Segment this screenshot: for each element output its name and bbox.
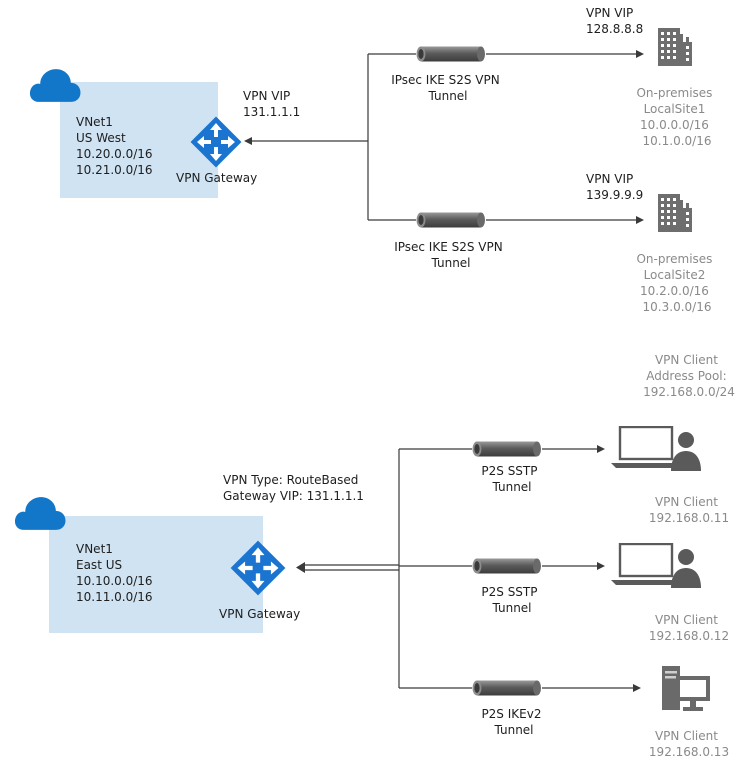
s2s-tunnel-1-label: IPsec IKE S2S VPN Tunnel	[391, 69, 505, 103]
pool-line-2: Address Pool:	[646, 369, 726, 383]
p2s-tunnel-1-label: P2S SSTP Tunnel	[481, 460, 542, 494]
top-arrowhead	[244, 137, 252, 145]
site2-line-4: 10.3.0.0/16	[643, 300, 712, 314]
p2s-tunnel-3-type: P2S IKEv2	[481, 707, 541, 721]
s2s-tunnel-1-type: IPsec IKE S2S VPN	[391, 73, 500, 87]
client1-arrowhead	[597, 445, 605, 453]
p2s-tunnel-2-label: P2S SSTP Tunnel	[481, 581, 542, 615]
vpn-client-3-details: VPN Client 192.168.0.13	[649, 725, 729, 759]
tunnel-icon	[416, 212, 485, 228]
laptop-user-icon	[610, 426, 702, 472]
client3-title: VPN Client	[655, 729, 718, 743]
s2s-tunnel-2-word: Tunnel	[430, 256, 470, 270]
client-address-pool: VPN Client Address Pool: 192.168.0.0/24	[643, 349, 735, 399]
vnet-us-west-details: VNet1 US West 10.20.0.0/16 10.21.0.0/16	[76, 111, 158, 177]
building-icon	[658, 194, 692, 232]
site1-line-2: LocalSite1	[644, 102, 706, 116]
vnet-us-west-prefix-1: 10.20.0.0/16	[76, 147, 153, 161]
site2-vip-title: VPN VIP	[586, 172, 633, 186]
site1-line-3: 10.0.0.0/16	[640, 118, 709, 132]
p2s-tunnel-1-word: Tunnel	[491, 480, 531, 494]
top-gateway-vip-address: 131.1.1.1	[243, 105, 300, 119]
s2s-tunnel-2-type: IPsec IKE S2S VPN	[394, 240, 503, 254]
azure-cloud-icon	[29, 69, 81, 102]
site1-arrowhead	[636, 50, 644, 58]
s2s-tunnel-1-word: Tunnel	[427, 89, 467, 103]
site1-vip-address: 128.8.8.8	[586, 22, 643, 36]
top-gateway-vip: VPN VIP 131.1.1.1	[243, 85, 300, 119]
top-gateway-vip-title: VPN VIP	[243, 89, 290, 103]
client3-address: 192.168.0.13	[649, 745, 729, 759]
site1-vip: VPN VIP 128.8.8.8	[586, 2, 643, 36]
site1-vip-title: VPN VIP	[586, 6, 633, 20]
pool-line-3: 192.168.0.0/24	[643, 385, 735, 399]
p2s-tunnel-3-label: P2S IKEv2 Tunnel	[481, 703, 546, 737]
client2-arrowhead	[597, 562, 605, 570]
vnet-east-us-name: VNet1	[76, 542, 113, 556]
tunnel-icon	[472, 441, 541, 457]
gateway-vip: Gateway VIP: 131.1.1.1	[223, 489, 364, 503]
vpn-client-1-details: VPN Client 192.168.0.11	[649, 491, 729, 525]
local-site-1-details: On-premises LocalSite1 10.0.0.0/16 10.1.…	[636, 82, 717, 148]
site2-vip-address: 139.9.9.9	[586, 188, 643, 202]
gateway-vpn-type: VPN Type: RouteBased	[223, 473, 358, 487]
vnet-east-us-prefix-1: 10.10.0.0/16	[76, 574, 153, 588]
site2-line-3: 10.2.0.0/16	[640, 284, 709, 298]
site2-vip: VPN VIP 139.9.9.9	[586, 168, 643, 202]
bottom-gateway-label: VPN Gateway	[219, 607, 300, 621]
client2-title: VPN Client	[655, 613, 718, 627]
site1-line-4: 10.1.0.0/16	[643, 134, 712, 148]
tunnel-icon	[472, 558, 541, 574]
desktop-computer-icon	[662, 666, 710, 711]
s2s-tunnel-2-label: IPsec IKE S2S VPN Tunnel	[394, 236, 508, 270]
client1-address: 192.168.0.11	[649, 511, 729, 525]
pool-line-1: VPN Client	[655, 353, 718, 367]
vnet-east-us-region: East US	[76, 558, 122, 572]
site2-line-1: On-premises	[636, 252, 712, 266]
top-gateway-label: VPN Gateway	[176, 171, 257, 185]
laptop-user-icon	[610, 543, 702, 589]
vnet-us-west-name: VNet1	[76, 115, 113, 129]
p2s-tunnel-3-word: Tunnel	[493, 723, 533, 737]
p2s-tunnel-1-type: P2S SSTP	[481, 464, 537, 478]
site1-line-1: On-premises	[636, 86, 712, 100]
p2s-tunnel-2-word: Tunnel	[491, 601, 531, 615]
client2-address: 192.168.0.12	[649, 629, 729, 643]
client3-arrowhead	[633, 684, 641, 692]
vnet-east-us-prefix-2: 10.11.0.0/16	[76, 590, 153, 604]
client1-title: VPN Client	[655, 495, 718, 509]
vnet-us-west-region: US West	[76, 131, 126, 145]
bottom-gateway-info: VPN Type: RouteBased Gateway VIP: 131.1.…	[223, 469, 364, 503]
tunnel-icon	[472, 680, 541, 696]
building-icon	[658, 28, 692, 66]
site2-line-2: LocalSite2	[644, 268, 706, 282]
site2-arrowhead	[636, 216, 644, 224]
p2s-tunnel-2-type: P2S SSTP	[481, 585, 537, 599]
local-site-2-details: On-premises LocalSite2 10.2.0.0/16 10.3.…	[636, 248, 717, 314]
azure-cloud-icon	[14, 497, 66, 530]
vnet-us-west-box	[60, 82, 218, 198]
vnet-east-us-box	[49, 516, 263, 633]
vnet-east-us-details: VNet1 East US 10.10.0.0/16 10.11.0.0/16	[76, 538, 158, 604]
vpn-client-2-details: VPN Client 192.168.0.12	[649, 609, 729, 643]
tunnel-icon	[416, 46, 485, 62]
vnet-us-west-prefix-2: 10.21.0.0/16	[76, 163, 153, 177]
bottom-arrowhead	[296, 562, 305, 573]
